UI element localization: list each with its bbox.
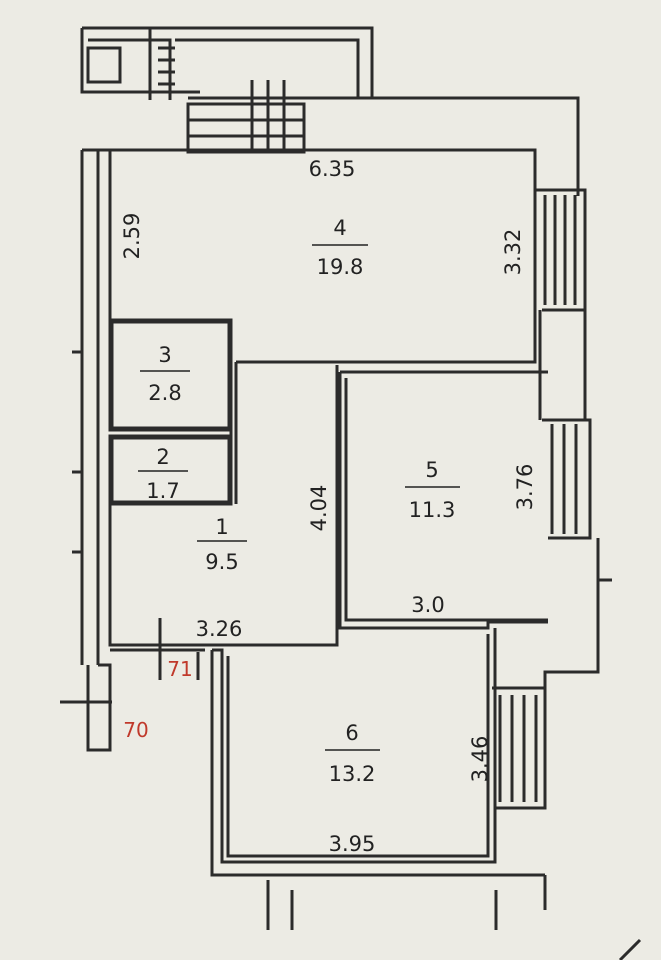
room-2-id: 2	[156, 445, 169, 469]
room-6-label: 6 13.2	[325, 721, 380, 786]
room-2-label: 2 1.7	[138, 445, 188, 503]
room-1-area: 9.5	[205, 550, 238, 574]
room-3-area: 2.8	[148, 381, 181, 405]
room-5-id: 5	[425, 458, 438, 482]
dim-room1-width: 3.26	[196, 617, 243, 641]
dim-room6-height: 3.46	[468, 736, 492, 783]
room-3-id: 3	[158, 343, 171, 367]
room-1-id: 1	[215, 515, 228, 539]
dim-room5-height: 3.76	[513, 464, 537, 511]
room-1-label: 1 9.5	[197, 515, 247, 574]
dim-room4-left-height: 2.59	[120, 213, 144, 260]
room-5-label: 5 11.3	[405, 458, 460, 522]
room-3-label: 3 2.8	[140, 343, 190, 405]
dim-room6-width: 3.95	[329, 832, 376, 856]
marker-70: 70	[123, 718, 148, 742]
room-4-label: 4 19.8	[312, 216, 368, 279]
room-5-area: 11.3	[409, 498, 456, 522]
room-6-area: 13.2	[329, 762, 376, 786]
room-4-id: 4	[333, 216, 346, 240]
room-6-id: 6	[345, 721, 358, 745]
dim-room1-depth: 4.04	[307, 485, 331, 532]
marker-71: 71	[167, 657, 192, 681]
dim-room4-width: 6.35	[309, 157, 356, 181]
room-4-area: 19.8	[317, 255, 364, 279]
walls	[60, 26, 642, 960]
dim-room5-width: 3.0	[411, 593, 444, 617]
room-2-area: 1.7	[146, 479, 179, 503]
dim-room4-right-height: 3.32	[501, 229, 525, 276]
